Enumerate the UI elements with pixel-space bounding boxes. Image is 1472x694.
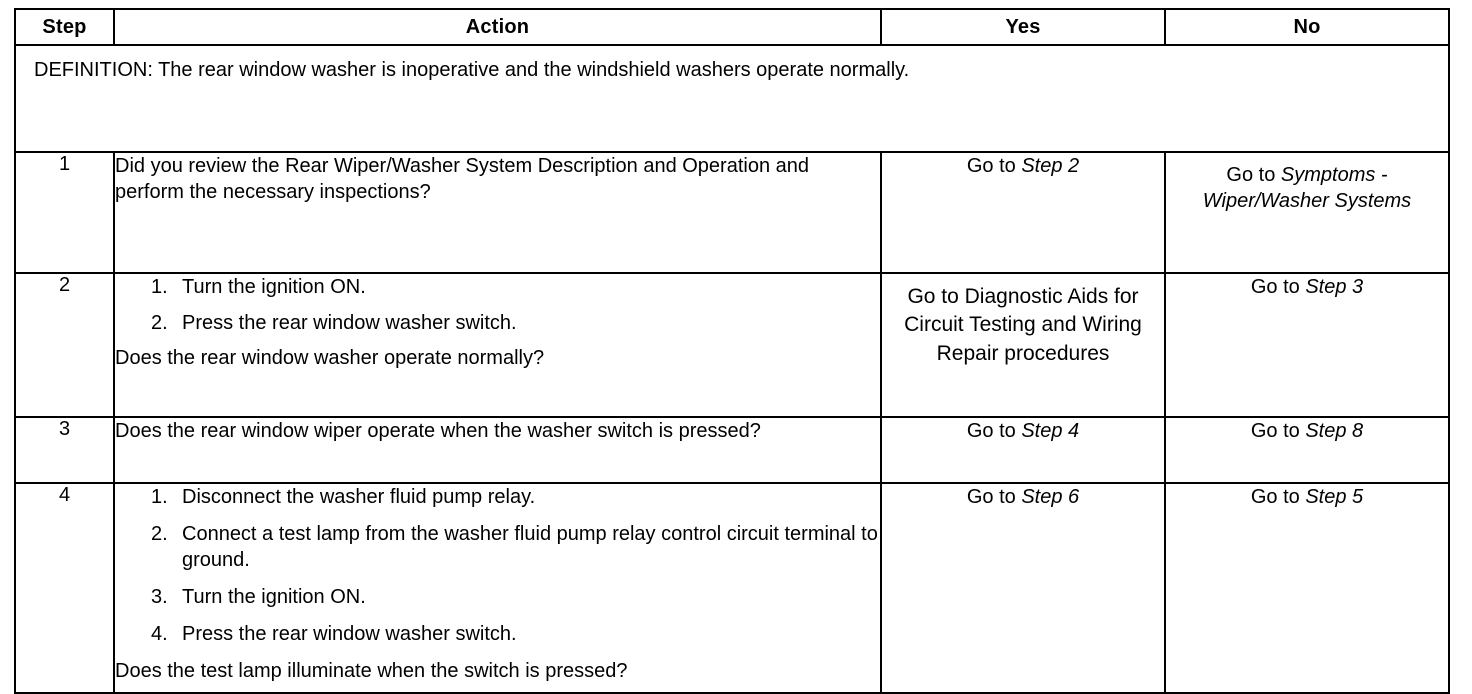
step-number-1: 1	[14, 151, 115, 274]
no-cell-3: Go to Step 8	[1164, 416, 1450, 484]
table-row: 1 Did you review the Rear Wiper/Washer S…	[14, 151, 1450, 274]
yes-prefix-1: Go to	[966, 155, 1022, 177]
list-item: Connect a test lamp from the washer flui…	[151, 521, 878, 571]
column-header-no: No	[1164, 8, 1450, 46]
list-item: Turn the ignition ON.	[151, 274, 366, 300]
definition-row: DEFINITION: The rear window washer is in…	[14, 44, 1450, 153]
column-header-action: Action	[113, 8, 882, 46]
action-question-3: Does the rear window wiper operate when …	[115, 420, 761, 442]
table-row: 2 Turn the ignition ON. Press the rear w…	[14, 272, 1450, 418]
action-step-list-2: Turn the ignition ON. Press the rear win…	[115, 274, 880, 336]
action-cell-1: Did you review the Rear Wiper/Washer Sys…	[113, 151, 882, 274]
yes-cell-2: Go to Diagnostic Aids for Circuit Testin…	[880, 272, 1166, 418]
yes-target-4: Step 6	[1021, 486, 1080, 508]
yes-target-2: Go to Diagnostic Aids for Circuit Testin…	[904, 285, 1142, 365]
definition-text: DEFINITION: The rear window washer is in…	[34, 59, 910, 81]
action-cell-4: Disconnect the washer fluid pump relay. …	[113, 482, 882, 694]
definition-cell: DEFINITION: The rear window washer is in…	[14, 44, 1450, 153]
yes-prefix-3: Go to	[966, 420, 1022, 442]
yes-cell-4: Go to Step 6	[880, 482, 1166, 694]
no-cell-2: Go to Step 3	[1164, 272, 1450, 418]
column-header-yes: Yes	[880, 8, 1166, 46]
action-cell-2: Turn the ignition ON. Press the rear win…	[113, 272, 882, 418]
table-row: 4 Disconnect the washer fluid pump relay…	[14, 482, 1450, 694]
list-item: Turn the ignition ON.	[151, 584, 366, 610]
no-target-2: Step 3	[1305, 276, 1364, 298]
table-row: 3 Does the rear window wiper operate whe…	[14, 416, 1450, 484]
no-cell-4: Go to Step 5	[1164, 482, 1450, 694]
yes-cell-1: Go to Step 2	[880, 151, 1166, 274]
no-prefix-4: Go to	[1250, 486, 1306, 508]
action-cell-3: Does the rear window wiper operate when …	[113, 416, 882, 484]
yes-prefix-4: Go to	[966, 486, 1022, 508]
no-target-3: Step 8	[1305, 420, 1364, 442]
no-prefix-3: Go to	[1250, 420, 1306, 442]
no-target-1: Symptoms - Wiper/Washer Systems	[1202, 164, 1412, 212]
diagnostic-procedure-table: Step Action Yes No DEFINITION: The rear …	[14, 8, 1450, 694]
list-item: Press the rear window washer switch.	[151, 621, 517, 647]
action-question-1: Did you review the Rear Wiper/Washer Sys…	[115, 155, 810, 203]
step-number-3: 3	[14, 416, 115, 484]
list-item: Press the rear window washer switch.	[151, 310, 517, 336]
no-cell-1: Go to Symptoms - Wiper/Washer Systems	[1164, 151, 1450, 274]
column-header-step: Step	[14, 8, 115, 46]
step-number-2: 2	[14, 272, 115, 418]
step-number-4: 4	[14, 482, 115, 694]
yes-target-3: Step 4	[1021, 420, 1080, 442]
action-question-4: Does the test lamp illuminate when the s…	[115, 660, 628, 682]
no-prefix-2: Go to	[1250, 276, 1306, 298]
yes-cell-3: Go to Step 4	[880, 416, 1166, 484]
yes-target-1: Step 2	[1021, 155, 1080, 177]
action-question-2: Does the rear window washer operate norm…	[115, 347, 545, 369]
no-prefix-1: Go to	[1226, 164, 1281, 186]
action-step-list-4: Disconnect the washer fluid pump relay. …	[115, 484, 880, 647]
no-target-4: Step 5	[1305, 486, 1364, 508]
table-header-row: Step Action Yes No	[14, 8, 1450, 46]
list-item: Disconnect the washer fluid pump relay.	[151, 484, 536, 510]
